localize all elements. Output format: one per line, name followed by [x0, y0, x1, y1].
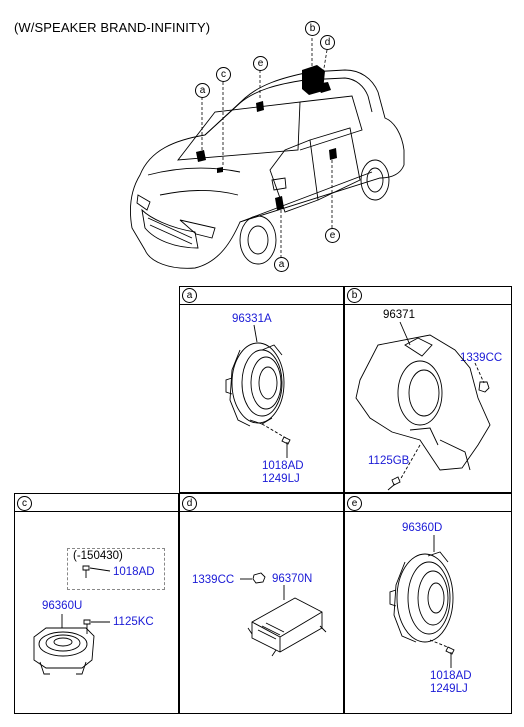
panel-c [14, 493, 179, 714]
callout-a-door[interactable]: a [274, 257, 289, 272]
part-1125gb[interactable]: 1125GB [368, 455, 410, 467]
callout-d[interactable]: d [320, 35, 335, 50]
panel-c-header [15, 494, 178, 512]
variant-box [67, 548, 165, 590]
part-96370n[interactable]: 96370N [272, 573, 313, 585]
part-1339cc-d[interactable]: 1339CC [192, 574, 235, 586]
part-1018ad-c[interactable]: 1018AD [113, 566, 155, 578]
panel-d [179, 493, 344, 714]
callout-e-door[interactable]: e [325, 228, 340, 243]
callout-a-front[interactable]: a [195, 83, 210, 98]
callout-b[interactable]: b [305, 21, 320, 36]
part-96360u[interactable]: 96360U [42, 600, 83, 612]
panel-b [344, 286, 512, 493]
panel-c-letter: c [17, 496, 32, 511]
variant-note: (-150430) [73, 550, 123, 562]
diagram-title: (W/SPEAKER BRAND-INFINITY) [14, 20, 211, 35]
part-96331a[interactable]: 96331A [232, 313, 272, 325]
part-1249lj-a[interactable]: 1249LJ [262, 473, 300, 485]
panel-e [344, 493, 512, 714]
panel-a [179, 286, 344, 493]
panel-d-header [180, 494, 343, 512]
part-96371: 96371 [383, 309, 415, 321]
panel-a-letter: a [182, 288, 197, 303]
panel-d-letter: d [182, 496, 197, 511]
part-1339cc-b[interactable]: 1339CC [460, 352, 503, 364]
part-1249lj-e[interactable]: 1249LJ [430, 683, 468, 695]
panel-b-letter: b [347, 288, 362, 303]
part-1018ad-a[interactable]: 1018AD [262, 460, 304, 472]
callout-e-upper[interactable]: e [253, 56, 268, 71]
part-1125kc[interactable]: 1125KC [113, 616, 154, 628]
part-96360d[interactable]: 96360D [402, 522, 443, 534]
car-illustration [129, 38, 405, 269]
panel-b-header [345, 287, 511, 305]
panel-a-header [180, 287, 343, 305]
callout-c[interactable]: c [216, 67, 231, 82]
part-1018ad-e[interactable]: 1018AD [430, 670, 472, 682]
panel-e-header [345, 494, 511, 512]
panel-e-letter: e [347, 496, 362, 511]
